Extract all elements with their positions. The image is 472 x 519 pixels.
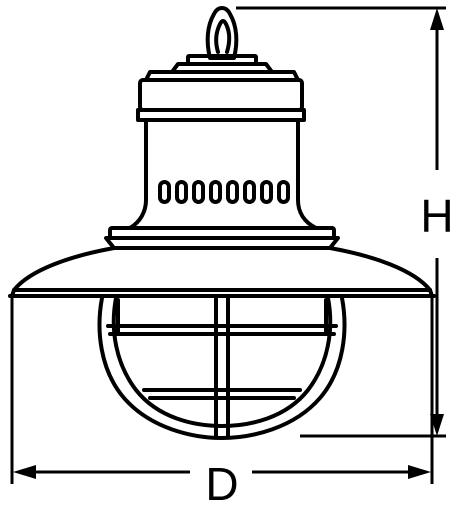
dimension-lines — [10, 6, 446, 484]
diameter-arrowhead-right — [408, 465, 431, 479]
diameter-arrowhead-left — [13, 465, 36, 479]
hanging-ring — [205, 6, 239, 60]
diameter-label: D — [205, 458, 238, 510]
height-arrowhead-bottom — [430, 414, 444, 436]
lamp-body — [128, 118, 318, 230]
lamp-shade — [8, 246, 436, 298]
lamp-top-cap — [136, 54, 306, 122]
height-label: H — [420, 190, 453, 242]
pendant-lamp — [8, 6, 436, 440]
height-arrowhead-top — [430, 8, 444, 30]
lamp-collar — [104, 226, 340, 250]
glass-globe-cage — [97, 296, 347, 440]
arrowheads — [13, 8, 444, 479]
vent-holes — [158, 180, 290, 204]
